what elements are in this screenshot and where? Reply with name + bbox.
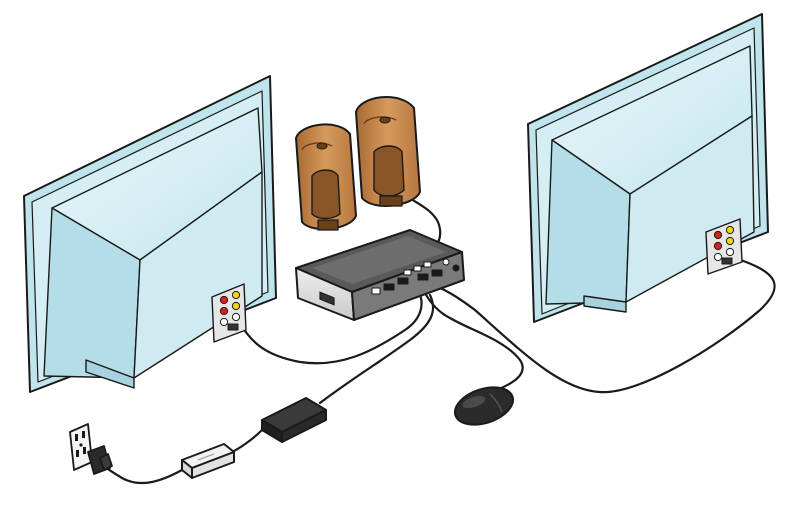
monitor-right-port — [721, 257, 733, 265]
monitor-right-jack-yellow-2 — [725, 236, 735, 246]
dock-rear-ports — [371, 258, 460, 295]
monitor-right — [527, 13, 769, 323]
dock-port-8 — [431, 269, 443, 277]
power-plug — [87, 445, 113, 475]
monitor-right-jack-white-2 — [725, 247, 735, 257]
dock-top-highlight — [312, 236, 446, 284]
speakers — [295, 95, 421, 231]
dock-port-7 — [417, 273, 429, 281]
power-adapter — [261, 397, 327, 443]
monitor-left-jack-panel — [211, 283, 247, 343]
dock-port-audio — [442, 258, 450, 266]
monitor-right-jack-white — [713, 252, 723, 262]
monitor-left-jack-red — [219, 295, 229, 305]
cable-mouse — [423, 291, 524, 394]
monitor-right-jack-yellow — [725, 225, 735, 235]
outlet-screw — [79, 443, 83, 447]
dock-port-2 — [383, 283, 395, 291]
monitor-left-stand — [85, 359, 135, 389]
monitor-right-stand — [583, 295, 627, 313]
speaker-right — [355, 95, 421, 207]
outlet-slot-2 — [82, 431, 85, 438]
monitor-left-jack-red-2 — [219, 306, 229, 316]
dock-port-3 — [397, 277, 409, 285]
outlet-slot-4 — [83, 447, 86, 454]
docking-station — [295, 229, 465, 321]
outlet-slot-1 — [75, 434, 78, 441]
wall-outlet — [69, 423, 93, 471]
mouse-highlight — [462, 395, 486, 409]
outlet-slot-3 — [76, 450, 79, 457]
usb-dongle — [181, 443, 235, 479]
plug-back — [99, 453, 113, 471]
mouse-button-divider — [489, 393, 503, 413]
cable-left-monitor — [236, 288, 423, 365]
dock-port-power — [452, 264, 460, 272]
monitor-left-jack-yellow-2 — [231, 301, 241, 311]
monitor-right-jack-panel — [705, 218, 743, 275]
mouse-body — [453, 386, 515, 426]
monitor-left-jack-white — [219, 317, 229, 327]
monitor-right-jack-red-2 — [713, 241, 723, 251]
outlet-plate — [69, 423, 93, 471]
monitor-left-jack-white-2 — [231, 312, 241, 322]
dock-port-6 — [423, 261, 432, 268]
dock-port-1 — [371, 287, 381, 295]
dock-port-5 — [413, 265, 422, 272]
cables — [98, 195, 776, 485]
dongle-logo — [197, 453, 215, 461]
speaker-left — [295, 123, 357, 231]
speaker-left-logo — [316, 142, 328, 150]
monitor-left-jack-yellow — [231, 290, 241, 300]
mouse — [453, 386, 515, 426]
dock-port-4 — [403, 269, 412, 276]
monitor-right-rear-back — [625, 115, 755, 303]
adapter-side — [281, 409, 327, 443]
monitor-right-jack-red — [713, 230, 723, 240]
dongle-side — [191, 451, 235, 479]
speaker-right-logo — [379, 116, 391, 124]
cable-adapter-dongle — [230, 428, 264, 454]
monitor-left — [23, 75, 277, 393]
cable-speakers — [406, 195, 442, 248]
cable-right-monitor — [434, 256, 776, 394]
cable-power-dock — [318, 293, 435, 405]
monitor-left-port — [227, 323, 239, 331]
monitor-left-rear-back — [133, 171, 263, 379]
dock-front-usb-port — [319, 291, 335, 306]
